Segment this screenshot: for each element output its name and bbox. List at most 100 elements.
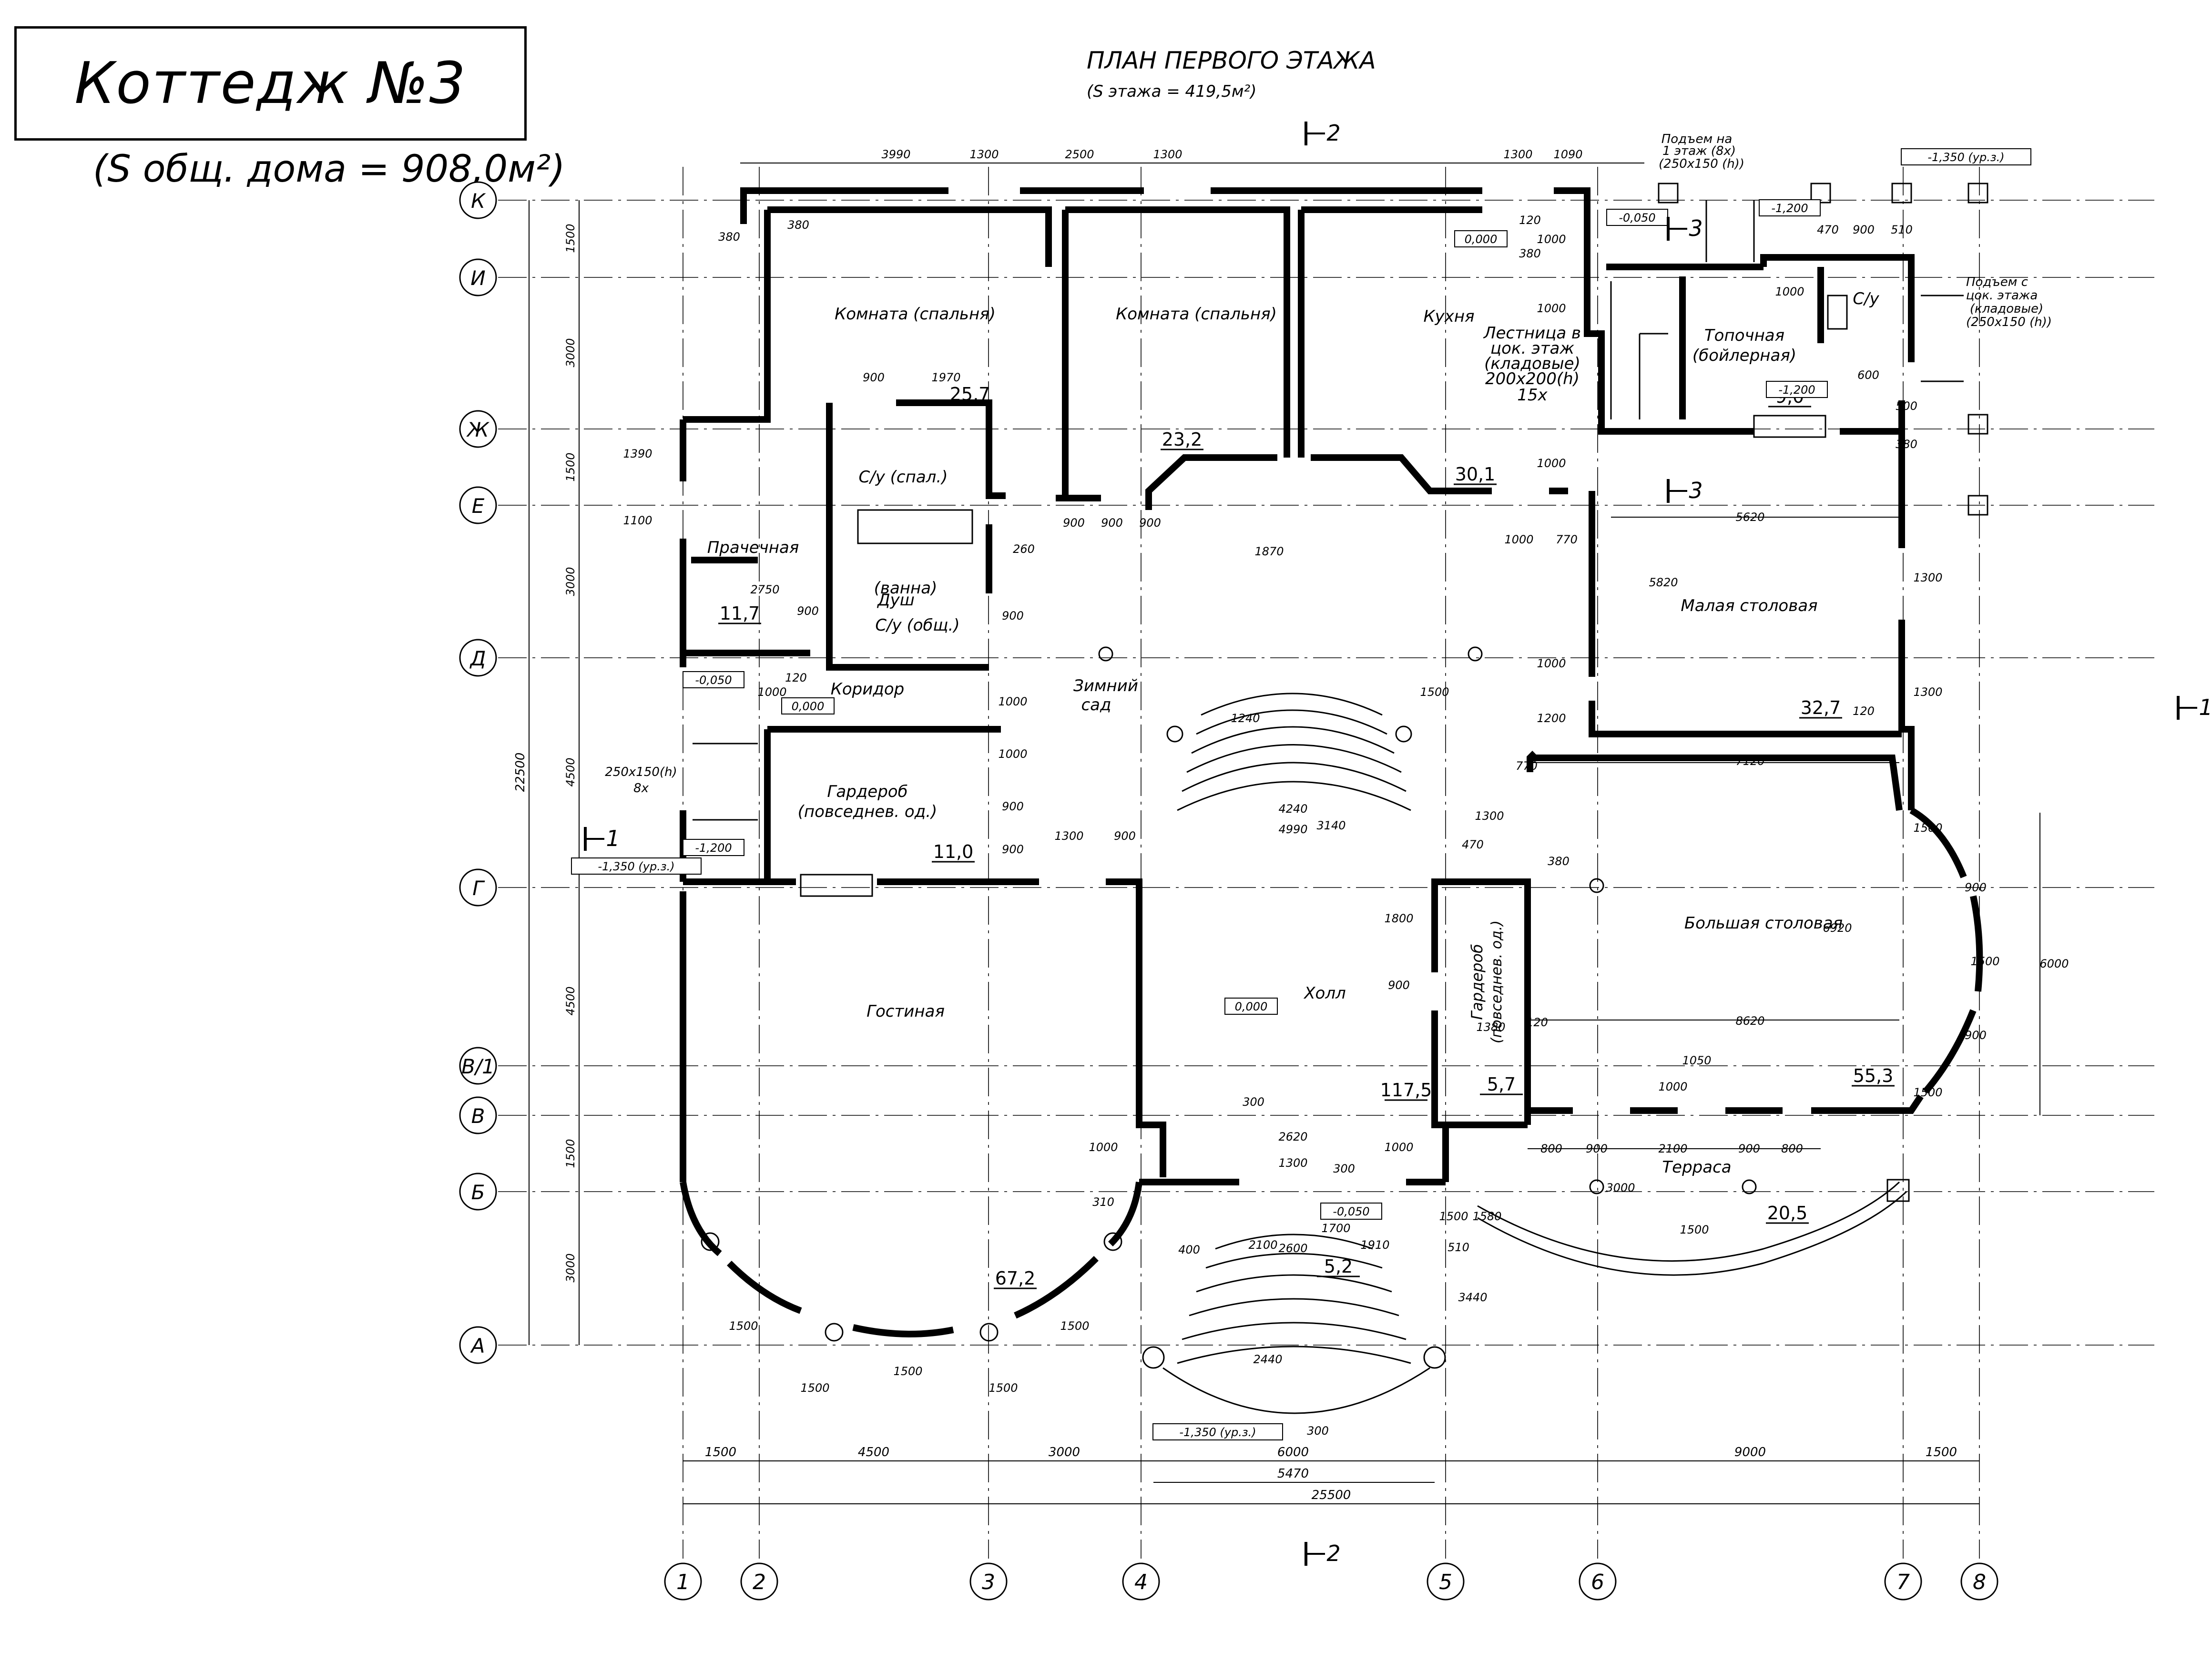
dim-value: 120 [1526,1016,1548,1029]
dim-value: 1500 [1439,1210,1468,1223]
dim-left: 22500 [513,753,528,792]
room-name: С/у (спал.) [859,468,948,487]
level-value: 0,000 [1235,1000,1268,1013]
dim-value: 510 [1891,223,1913,236]
room-name: (кладовые) [1484,354,1580,373]
dim-value: 1700 [1321,1222,1350,1235]
dim-value: 1500 [800,1381,829,1395]
col-axis-bubble [664,1562,702,1601]
row-axis-label: А [470,1334,485,1357]
level-box [1759,199,1821,216]
dim-value: 900 [1853,223,1875,236]
dim-value: 6920 [1823,921,1852,935]
dim-left: 4500 [564,986,577,1015]
room-name: (повседнев. од.) [798,802,938,821]
dim-top: 1300 [1503,148,1532,161]
dim-value: 380 [1519,247,1541,260]
room-name: Малая столовая [1681,596,1817,615]
row-axis-bubble [459,1047,497,1085]
dim-value: 1300 [1054,829,1083,843]
dim-value: 380 [718,230,740,244]
note-text: 8х [633,781,649,796]
title-box: Коттедж №3 [14,26,527,141]
room-area: 30,1 [1455,464,1496,485]
room-area: 117,5 [1380,1080,1432,1101]
dim-value: 470 [1817,223,1839,236]
dim-value: 900 [1002,800,1024,813]
section-mark-label: 1 [2199,694,2212,720]
dim-bottom: 4500 [858,1445,889,1459]
room-area: 5,7 [1487,1074,1516,1095]
dim-value: 260 [1013,542,1035,556]
dim-bottom: 9000 [1734,1445,1766,1459]
dim-top: 1300 [969,148,999,161]
dim-bottom: 1500 [705,1445,736,1459]
dim-value: 1000 [998,695,1027,708]
dim-value: 5620 [1735,510,1764,524]
row-axis-bubble [459,868,497,907]
col-axis-label: 7 [1896,1570,1910,1594]
room-area: 25,7 [950,384,990,405]
dim-value: 1390 [623,447,652,460]
fixtures [701,183,1988,1369]
dim-value: 1000 [1384,1141,1413,1154]
dim-value: 1380 [1476,1020,1505,1034]
level-value: -0,050 [1619,211,1655,224]
dim-bottom: 5470 [1277,1467,1309,1481]
dim-value: 1870 [1254,545,1284,558]
dim-value: 2100 [1658,1142,1687,1155]
level-box [1320,1203,1382,1220]
dim-left: 4500 [564,757,577,786]
note-text: (кладовые) [1970,302,2043,316]
dim-value: 1300 [1913,571,1942,584]
dim-value: 900 [1965,1029,1987,1042]
dim-top: 3990 [881,148,910,161]
dim-value: 1970 [931,371,960,384]
level-box [683,839,744,856]
stairs [693,200,1964,1414]
drawing-title: Коттедж №3 [74,50,467,117]
dim-value: 770 [1556,533,1578,546]
room-name: Кухня [1423,307,1474,326]
level-box [1454,230,1508,247]
section-mark-label: 2 [1326,1541,1340,1566]
section-mark-label: 3 [1689,215,1702,241]
dim-value: 3000 [1606,1181,1635,1194]
dim-value: 2440 [1253,1353,1282,1366]
level-value: -1,350 (ур.з.) [1179,1426,1256,1439]
row-axis-label: К [471,189,486,213]
dim-value: 1000 [1089,1141,1118,1154]
room-name: Комната (спальня) [835,305,996,324]
level-box [1766,381,1828,398]
room-name: Комната (спальня) [1116,305,1277,324]
dim-value: 4990 [1278,823,1307,836]
col-axis-bubble [1579,1562,1617,1601]
col-axis-bubble [1960,1562,1998,1601]
dim-value: 1000 [1504,533,1533,546]
room-name: Топочная [1704,326,1784,345]
col-axis-label: 4 [1134,1570,1148,1594]
dim-value: 1500 [1913,1086,1942,1099]
dim-value: 900 [863,371,885,384]
level-marks: 0,000-0,050-1,200-1,200-0,0500,000-1,200… [571,148,2031,1440]
dim-value: 900 [1388,979,1410,992]
room-name-wardrobe-hall-sub: (повседнев. од.) [1488,920,1505,1043]
dim-left: 3000 [564,338,577,367]
dim-value: 900 [1063,516,1085,530]
dim-value: 2100 [1248,1238,1277,1252]
dim-bottom: 6000 [1277,1445,1309,1459]
dim-value: 900 [1965,881,1987,894]
dim-bottom: 25500 [1312,1488,1351,1502]
level-box [1152,1423,1283,1440]
dim-value: 1580 [1472,1210,1501,1223]
notes: Подъем на1 этаж (8х)(250x150 (h))Подъем … [605,132,2052,796]
section-mark-label: 1 [606,826,620,851]
dim-value: 120 [1519,214,1541,227]
dim-value: 1000 [1537,302,1566,315]
dim-value: 900 [797,604,819,618]
row-axis-label: И [470,266,485,290]
level-value: -0,050 [695,673,732,687]
row-axis-bubble [459,410,497,448]
